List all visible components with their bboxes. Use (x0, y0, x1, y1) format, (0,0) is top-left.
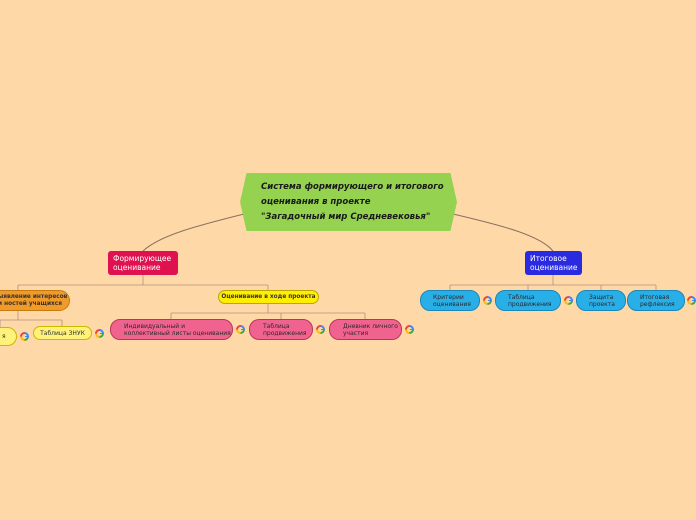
google-icon[interactable] (95, 329, 104, 338)
project-defense-label: Защита проекта (589, 293, 615, 308)
final-reflection-label: Итоговая рефлексия (640, 293, 675, 308)
google-icon[interactable] (483, 296, 492, 305)
interests-label: ыявление интересов и ностей учащихся (0, 293, 68, 307)
google-icon[interactable] (564, 296, 573, 305)
assessment-sheets-node[interactable]: Индивидуальный и коллективный листы оцен… (110, 319, 233, 340)
final-progress-table-label: Таблица продвижения (508, 293, 552, 308)
project-defense-node[interactable]: Защита проекта (576, 290, 626, 311)
progress-table-label: Таблица продвижения (263, 322, 307, 337)
zhuk-table-node[interactable]: Таблица ЗНУК (33, 326, 92, 340)
assessment-sheets-label: Индивидуальный и коллективный листы оцен… (124, 322, 231, 337)
connector-project-children (170, 304, 366, 319)
interests-child-node[interactable]: я (0, 327, 17, 346)
criteria-node[interactable]: Критерии оценивания (420, 290, 480, 311)
participation-diary-node[interactable]: Дневник личного участия (329, 319, 402, 340)
final-progress-table-node[interactable]: Таблица продвижения (495, 290, 561, 311)
root-node-label: Система формирующего и итогового оценива… (261, 181, 444, 222)
progress-table-node[interactable]: Таблица продвижения (249, 319, 313, 340)
connector-final-children (449, 275, 657, 290)
interests-child-label: я (2, 333, 6, 340)
zhuk-table-label: Таблица ЗНУК (40, 329, 85, 337)
google-icon[interactable] (20, 332, 29, 341)
google-icon[interactable] (687, 296, 696, 305)
criteria-label: Критерии оценивания (433, 293, 471, 308)
final-assessment-node[interactable]: Итоговое оценивание (525, 251, 582, 275)
formative-assessment-node[interactable]: Формирующее оценивание (108, 251, 178, 275)
root-node[interactable]: Система формирующего и итогового оценива… (240, 173, 457, 231)
connector-root-final (452, 213, 554, 252)
formative-assessment-label: Формирующее оценивание (113, 254, 172, 272)
interests-node[interactable]: ыявление интересов и ностей учащихся (0, 290, 70, 311)
google-icon[interactable] (316, 325, 325, 334)
google-icon[interactable] (236, 325, 245, 334)
connector-interests-children (0, 311, 63, 327)
connector-formative-children (17, 275, 269, 290)
during-project-label: Оценивание в ходе проекта (221, 293, 316, 300)
google-icon[interactable] (405, 325, 414, 334)
during-project-node[interactable]: Оценивание в ходе проекта (218, 290, 319, 304)
final-reflection-node[interactable]: Итоговая рефлексия (627, 290, 685, 311)
connector-root-formative (142, 213, 245, 252)
participation-diary-label: Дневник личного участия (343, 322, 398, 337)
final-assessment-label: Итоговое оценивание (530, 254, 578, 272)
